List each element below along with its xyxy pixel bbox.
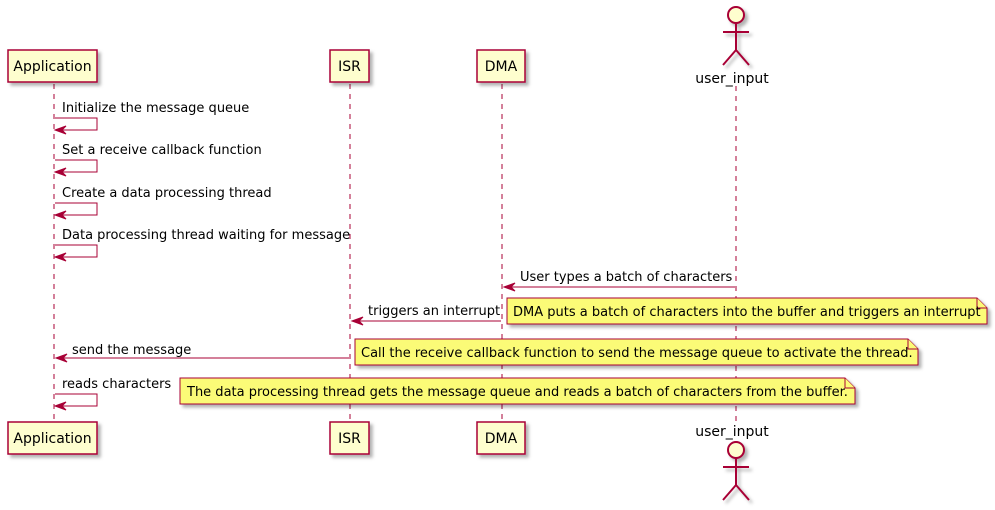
note-callback: Call the receive callback function to se… xyxy=(354,338,919,366)
message-label: Create a data processing thread xyxy=(62,186,272,201)
message-user-types: User types a batch of characters xyxy=(502,270,735,292)
note-text: Call the receive callback function to se… xyxy=(361,346,913,361)
note-processing-thread: The data processing thread gets the mess… xyxy=(179,377,856,405)
participant-label: Application xyxy=(13,59,91,75)
message-triggers-interrupt: triggers an interrupt xyxy=(350,304,501,326)
note-dma-buffer: DMA puts a batch of characters into the … xyxy=(506,297,988,325)
participant-application-top: Application xyxy=(7,49,98,83)
actor-user-input-top: user_input xyxy=(695,6,769,87)
message-thread-waiting: Data processing thread waiting for messa… xyxy=(53,228,350,262)
actor-label: user_input xyxy=(695,71,769,87)
participant-label: Application xyxy=(13,431,91,447)
participant-application-bottom: Application xyxy=(7,421,98,455)
participant-isr-bottom: ISR xyxy=(329,421,370,455)
message-label: Initialize the message queue xyxy=(62,101,249,116)
message-label: User types a batch of characters xyxy=(520,270,733,285)
message-label: send the message xyxy=(72,343,191,358)
note-text: DMA puts a batch of characters into the … xyxy=(513,305,981,320)
note-text: The data processing thread gets the mess… xyxy=(186,385,848,400)
participant-isr-top: ISR xyxy=(329,49,370,83)
participant-label: DMA xyxy=(485,59,518,75)
participant-label: DMA xyxy=(485,431,518,447)
message-label: Data processing thread waiting for messa… xyxy=(62,228,350,243)
message-send-the-message: send the message xyxy=(54,343,349,363)
participant-label: ISR xyxy=(338,431,361,447)
participant-label: ISR xyxy=(338,59,361,75)
message-label: triggers an interrupt xyxy=(368,304,500,319)
actor-label: user_input xyxy=(695,424,769,440)
message-create-thread: Create a data processing thread xyxy=(53,186,272,220)
message-set-callback: Set a receive callback function xyxy=(53,143,262,177)
message-label: Set a receive callback function xyxy=(62,143,262,158)
participant-dma-bottom: DMA xyxy=(476,421,526,455)
message-initialize-queue: Initialize the message queue xyxy=(53,101,249,135)
message-reads-characters: reads characters xyxy=(53,377,171,411)
participant-dma-top: DMA xyxy=(476,49,526,83)
actor-user-input-bottom: user_input xyxy=(695,424,769,501)
message-label: reads characters xyxy=(62,377,171,392)
